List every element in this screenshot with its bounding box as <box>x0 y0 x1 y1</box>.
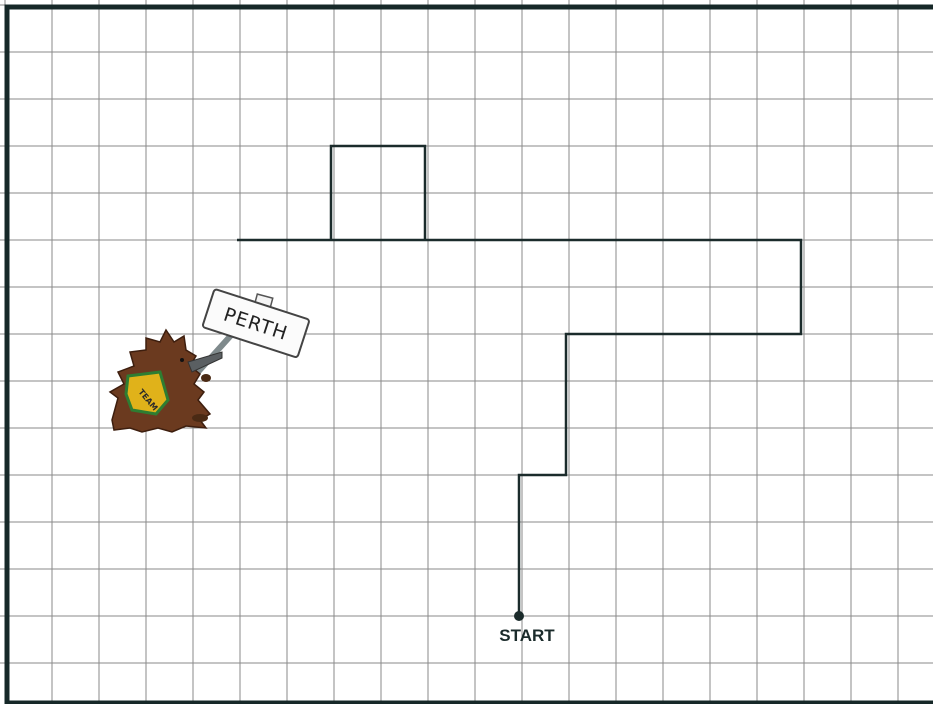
echidna-mascot: PERTH TEAM <box>110 289 310 432</box>
start-label: START <box>499 626 555 645</box>
echidna-paw <box>192 414 208 422</box>
echidna-paw <box>201 374 211 382</box>
start-dot <box>514 611 524 621</box>
echidna-eye <box>180 358 184 362</box>
